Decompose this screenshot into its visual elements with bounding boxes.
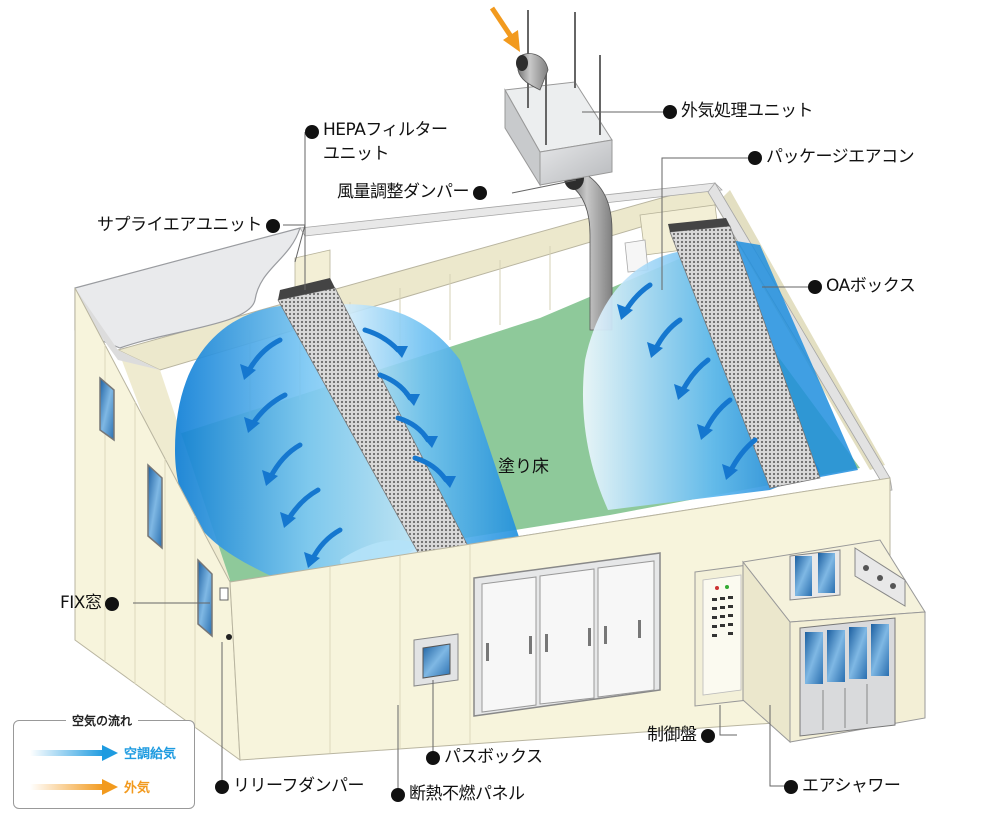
- callout-dot: [215, 779, 229, 794]
- outside-air-arrow: [489, 6, 520, 52]
- callout-dot: [700, 728, 715, 743]
- callout-dot: [808, 279, 822, 294]
- callout-dot: [663, 104, 677, 119]
- callout-dot: [391, 787, 405, 802]
- legend: 空気の流れ 空調給気 外気: [13, 712, 195, 809]
- callout-dot: [784, 779, 798, 794]
- label-pass-box: パスボックス: [426, 749, 543, 766]
- label-supply-air-unit: サプライエアユニット: [97, 217, 280, 234]
- fix-window-2: [147, 463, 163, 550]
- fix-window-1: [99, 376, 115, 442]
- label-damper: 風量調整ダンパー: [337, 184, 487, 201]
- label-package-aircon: パッケージエアコン: [748, 149, 915, 166]
- callout-dot: [748, 150, 762, 165]
- label-insulation-panel: 断熱不燃パネル: [391, 786, 525, 803]
- supply-air-arrow-icon: [30, 744, 118, 761]
- pass-box: [413, 633, 459, 687]
- label-control-panel: 制御盤: [647, 727, 715, 744]
- callout-dot: [305, 125, 319, 139]
- fix-window-3: [197, 558, 213, 638]
- outside-air-unit: [504, 10, 613, 187]
- label-relief-damper: リリーフダンパー: [215, 778, 364, 795]
- air-shower: [742, 539, 926, 744]
- label-oa-box: OAボックス: [808, 278, 916, 295]
- legend-title: 空気の流れ: [66, 712, 139, 729]
- callout-dot: [105, 596, 120, 611]
- label-air-shower: エアシャワー: [784, 778, 901, 795]
- label-fix-window: FIX窓: [60, 595, 120, 612]
- label-hepa-filter-unit: HEPAフィルター ユニット: [305, 120, 448, 166]
- callout-dot: [473, 185, 487, 200]
- legend-outside: 外気: [30, 777, 150, 796]
- callout-dot: [265, 218, 280, 233]
- leader-lines: [133, 111, 808, 794]
- relief-damper: [226, 634, 232, 640]
- outside-air-arrow-icon: [30, 778, 118, 795]
- ceiling-panel: [74, 227, 301, 349]
- callout-dot: [426, 750, 440, 765]
- floor-label: 塗り床: [498, 457, 549, 477]
- legend-supply: 空調給気: [30, 743, 176, 762]
- sliding-door: [473, 552, 661, 717]
- label-outside-air-unit: 外気処理ユニット: [663, 103, 814, 120]
